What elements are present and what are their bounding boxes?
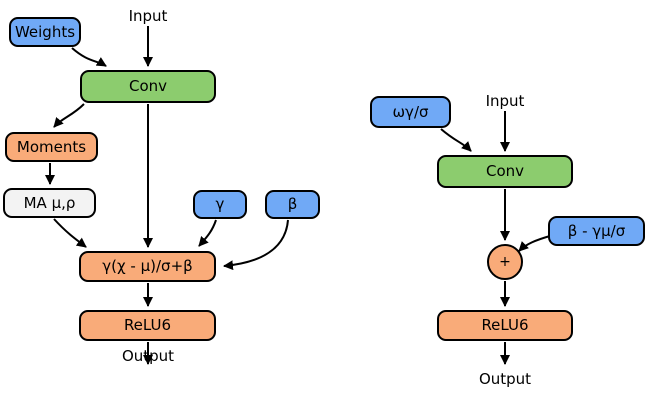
node-moving-average[interactable]: MA μ,ρ [3,188,96,218]
node-folded-bias[interactable]: β - γμ/σ [548,216,645,246]
edge-scaledweights-to-conv [440,128,472,152]
node-moments[interactable]: Moments [5,132,98,162]
edge-foldedbias-to-add [518,235,551,252]
node-gamma[interactable]: γ [193,190,247,219]
node-weights[interactable]: Weights [9,17,81,47]
node-conv-left[interactable]: Conv [80,70,216,103]
node-batchnorm-formula[interactable]: γ(χ - μ)/σ+β [79,251,216,282]
edge-gamma-to-bnformula [198,219,217,247]
node-conv-right[interactable]: Conv [437,155,573,188]
edge-conv-to-moments [53,103,85,128]
left-output-label: Output [121,347,175,365]
node-relu6-right[interactable]: ReLU6 [437,310,573,341]
right-input-label: Input [485,92,525,110]
node-scaled-weights[interactable]: ωγ/σ [370,96,451,128]
edge-ma-to-bnformula [53,218,87,248]
left-input-label: Input [128,7,168,25]
node-add-operator[interactable]: + [487,244,523,280]
right-output-label: Output [478,370,532,388]
node-beta[interactable]: β [265,190,320,219]
node-relu6-left[interactable]: ReLU6 [79,310,216,341]
edge-weights-to-conv [71,47,107,67]
edge-beta-to-bnformula [223,219,289,271]
